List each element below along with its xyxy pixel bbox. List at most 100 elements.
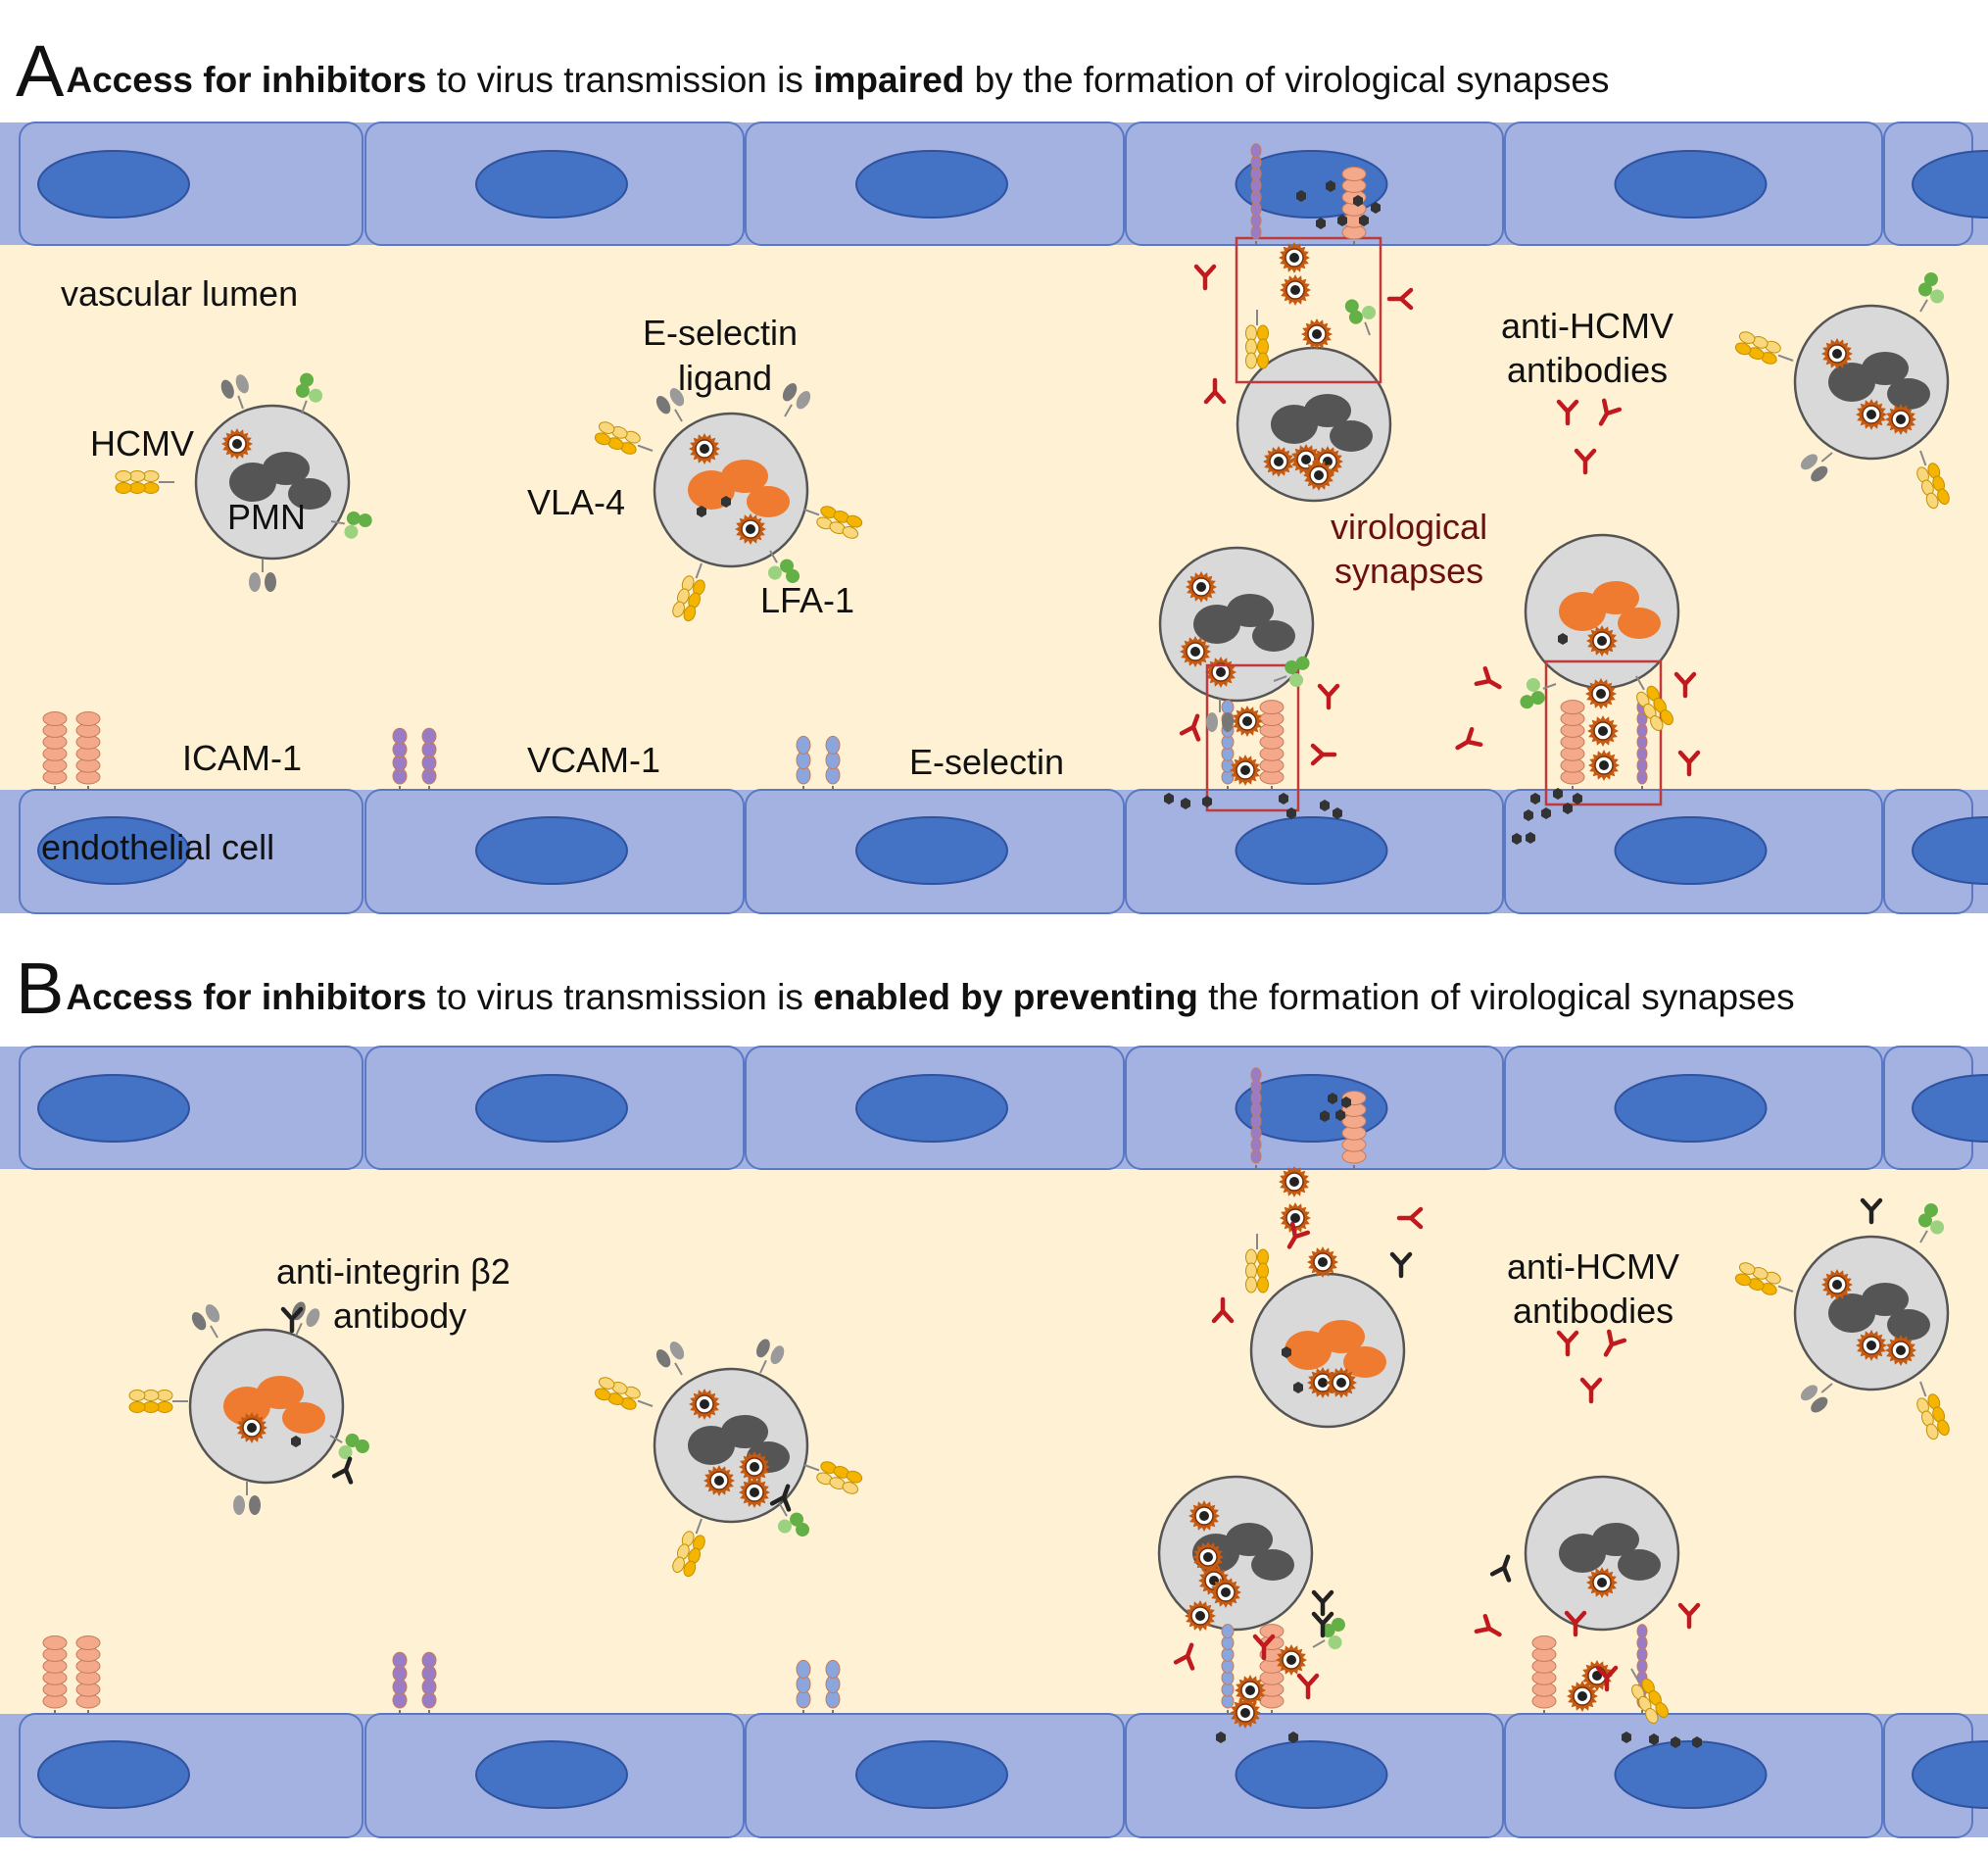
lfa1-icon xyxy=(329,1433,369,1460)
hcmv-virion-icon xyxy=(689,1389,720,1420)
label-anti-hcmv-b-line2: antibodies xyxy=(1513,1291,1673,1331)
nucleus-lobe xyxy=(1330,420,1373,452)
vla4-icon xyxy=(1245,1234,1269,1293)
virion-core xyxy=(1286,1655,1296,1665)
lfa1-domain xyxy=(1930,1220,1945,1235)
viral-particle-dot xyxy=(1563,803,1573,814)
viral-particle-dot xyxy=(1216,1732,1226,1743)
vla4-domain xyxy=(1655,1702,1669,1718)
antibody-icon xyxy=(1579,1377,1603,1404)
hcmv-virion-icon xyxy=(1279,1166,1310,1197)
icam1-receptor xyxy=(1560,700,1585,790)
hcmv-virion-icon xyxy=(739,1477,770,1508)
antibody-icon xyxy=(1564,1610,1587,1637)
virion-core xyxy=(1240,1708,1250,1718)
esl-domain xyxy=(235,374,249,394)
lfa1-icon xyxy=(330,511,372,539)
vla4-icon xyxy=(803,506,863,539)
lfa1-domain xyxy=(786,568,800,583)
vla4-stem xyxy=(695,1518,703,1535)
vcam1-receptors xyxy=(392,727,437,790)
antibody-shape xyxy=(1673,671,1697,699)
lfa1-domain xyxy=(1295,656,1310,670)
receptor-domain xyxy=(1259,700,1285,715)
viral-particle-dot xyxy=(1530,793,1540,805)
receptor-domain xyxy=(392,1651,408,1669)
lfa1-domain xyxy=(358,513,372,528)
antibody-icon xyxy=(1386,287,1414,311)
viral-particle-dot xyxy=(1337,215,1347,226)
esl-domain xyxy=(756,1339,770,1358)
hcmv-virion-icon xyxy=(1188,1500,1220,1532)
antibody-icon xyxy=(1311,1611,1334,1638)
endothelial-nucleus xyxy=(37,150,190,219)
receptor-domain xyxy=(796,1659,811,1679)
lfa1-domain xyxy=(1328,1635,1342,1650)
lfa1-domain xyxy=(1923,272,1938,287)
endothelial-nucleus xyxy=(855,816,1008,885)
virion-core xyxy=(1312,329,1322,339)
receptor-domain xyxy=(1341,167,1367,181)
antibody-shape xyxy=(1603,1329,1627,1357)
antibody-shape xyxy=(1179,713,1201,742)
vla4-icon xyxy=(1734,1262,1794,1295)
nucleus-bridge xyxy=(1224,1539,1253,1549)
e-selectin-receptors xyxy=(796,735,841,790)
label-vcam1: VCAM-1 xyxy=(527,740,660,780)
viral-particle-dot xyxy=(721,496,731,508)
e-selectin-receptor xyxy=(796,735,811,790)
nucleus-bridge xyxy=(1316,1337,1345,1346)
vla4-stem xyxy=(1777,354,1794,362)
hcmv-virion-icon xyxy=(1821,1269,1853,1300)
esl-icon xyxy=(1206,699,1234,732)
lfa1-domain xyxy=(295,383,310,398)
hcmv-virion-icon xyxy=(739,1451,770,1483)
lfa1-stem xyxy=(779,1503,788,1517)
esl-stem xyxy=(1820,1383,1833,1393)
esl-domain xyxy=(1206,712,1218,732)
antibody-icon xyxy=(1389,1251,1413,1279)
lfa1-stem xyxy=(1919,299,1928,313)
e-selectin-receptor xyxy=(796,1659,811,1714)
antibody-shape xyxy=(1396,1206,1424,1230)
antibody-icon xyxy=(1179,713,1201,742)
nucleus-lobe xyxy=(288,478,331,510)
panel-a-scene xyxy=(0,122,1988,914)
esl-stem xyxy=(210,1325,218,1339)
hcmv-virion-icon xyxy=(1821,338,1853,369)
pmn-cell xyxy=(594,1339,863,1578)
icam1-receptor xyxy=(1259,700,1285,790)
viral-particle-dot xyxy=(1320,1110,1330,1122)
lfa1-domain xyxy=(1344,299,1359,314)
virion-core xyxy=(1199,1511,1209,1521)
esl-domain xyxy=(1800,454,1818,470)
endothelial-nucleus xyxy=(475,1740,628,1809)
vcam1-receptor xyxy=(421,1651,437,1714)
vcam1-receptor xyxy=(392,727,408,790)
vla4-domain xyxy=(594,1388,611,1401)
vla4-icon xyxy=(1916,450,1950,510)
viral-particle-dot xyxy=(1316,218,1326,229)
pmn-cell xyxy=(128,1301,369,1515)
vla4-stem xyxy=(1777,1285,1794,1293)
e-selectin-receptor xyxy=(825,735,841,790)
antibody-icon xyxy=(1203,377,1227,405)
vla4-domain xyxy=(598,421,615,434)
virion-core xyxy=(1596,689,1606,699)
antibody-icon xyxy=(1556,1330,1579,1357)
esl-domain xyxy=(306,1308,320,1328)
hcmv-virion-icon xyxy=(1235,1675,1266,1706)
lfa1-stem xyxy=(1273,675,1287,682)
pmn-nucleus xyxy=(1285,1320,1386,1378)
vla4-stem xyxy=(1919,450,1927,466)
panel-b-letter: B xyxy=(16,948,65,1029)
vla4-stem xyxy=(1635,675,1645,691)
lfa1-stem xyxy=(301,400,308,415)
pmn-cell xyxy=(1524,1475,1680,1632)
vla4-domain xyxy=(1937,1419,1950,1437)
virological-synapse-box xyxy=(1544,659,1663,806)
panel-a-title-text-1: to virus transmission is xyxy=(426,60,814,100)
hcmv-virion-icon xyxy=(1230,1697,1261,1729)
antibody-icon xyxy=(1673,671,1697,699)
pmn-nucleus xyxy=(1559,581,1661,639)
